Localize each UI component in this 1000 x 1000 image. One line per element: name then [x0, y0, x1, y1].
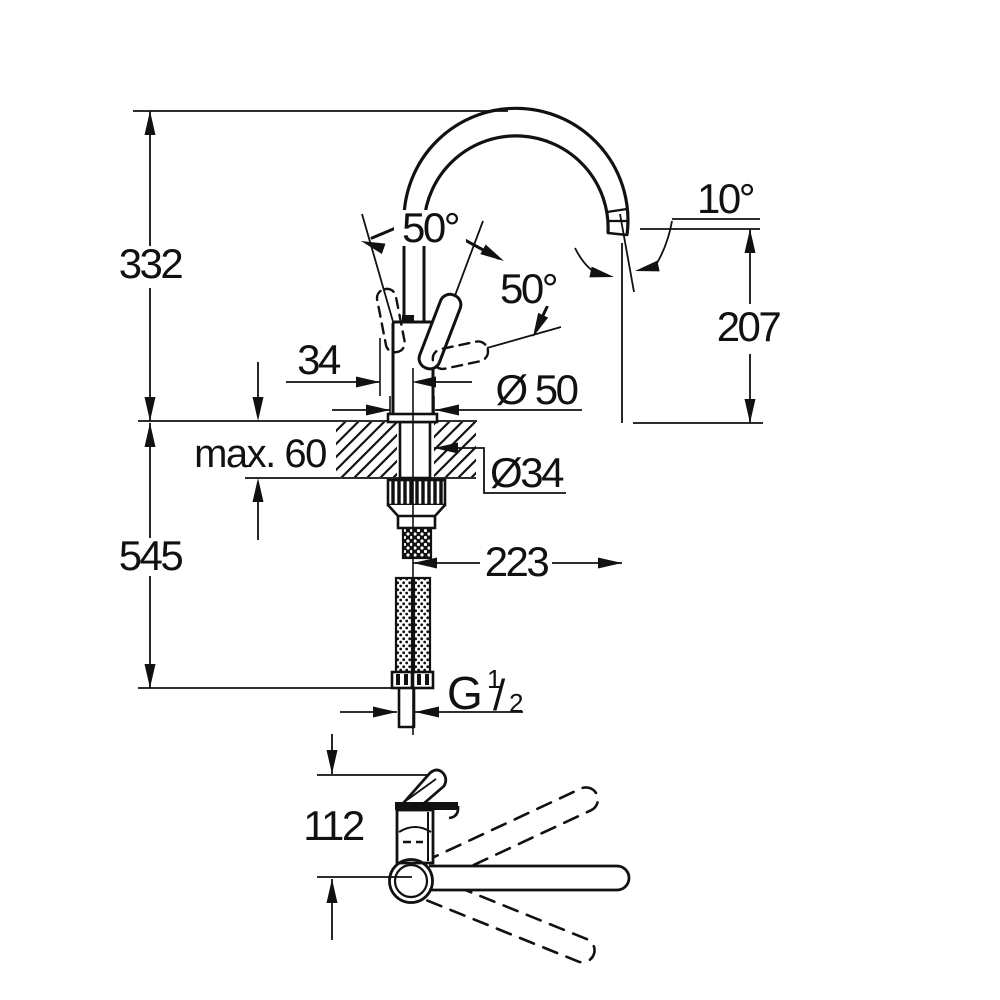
thread-connection-tube	[397, 686, 416, 729]
dim-spout-reach-label: 223	[485, 538, 549, 585]
swivel-base-inner	[393, 863, 429, 899]
deck-hatch-left	[336, 422, 397, 477]
thread-numerator: 1	[487, 664, 501, 694]
dim-lever-open-angle-label: 50°	[402, 204, 459, 251]
lever-dashed-down-position	[431, 340, 490, 371]
label-bg	[394, 210, 466, 246]
dim-hole-diameter-label: Ø34	[490, 449, 564, 496]
spout-arc	[402, 106, 630, 237]
swivel-base-outer	[388, 858, 434, 904]
thread-prefix: G	[447, 667, 483, 719]
thread-slash: /	[493, 671, 506, 720]
dim-lever-offset-label: 34	[297, 336, 341, 383]
spout-swivel-up	[422, 786, 600, 885]
dim-overall-height-label: 332	[119, 240, 183, 287]
dim-outlet-height-label: 207	[717, 303, 781, 350]
dim-handle-depth-label: 112	[303, 802, 364, 849]
mounting-shank	[398, 420, 432, 480]
lever-up-position	[417, 292, 463, 371]
spout-top-view	[429, 864, 631, 892]
dim-lever-swing-angle-label: 50°	[500, 265, 557, 312]
dim-base-diameter-label: Ø 50	[495, 366, 577, 413]
label-bg	[492, 272, 564, 306]
body-top-detail	[402, 315, 414, 323]
dimension-labels: 332 545 max. 60 34 Ø 50 Ø34 223 207 50° …	[119, 175, 783, 849]
dim-outlet-angle-label: 10°	[697, 175, 754, 222]
dimension-lines	[133, 110, 763, 940]
dim-below-deck-height-label: 545	[119, 532, 183, 579]
side-view	[375, 106, 630, 735]
countertop-section	[138, 420, 477, 479]
mounting-nut	[386, 478, 447, 530]
top-view	[388, 768, 631, 964]
spout-swivel-down	[423, 876, 596, 964]
threaded-stud	[401, 526, 433, 560]
thread-denominator: 2	[509, 688, 523, 718]
dim-deck-thickness-label: max. 60	[194, 432, 326, 476]
handle-top-view	[395, 768, 460, 865]
dim-thread-label: G 1 / 2	[447, 664, 523, 720]
flex-hoses	[390, 576, 435, 690]
lever-dashed-left-position	[375, 287, 406, 354]
